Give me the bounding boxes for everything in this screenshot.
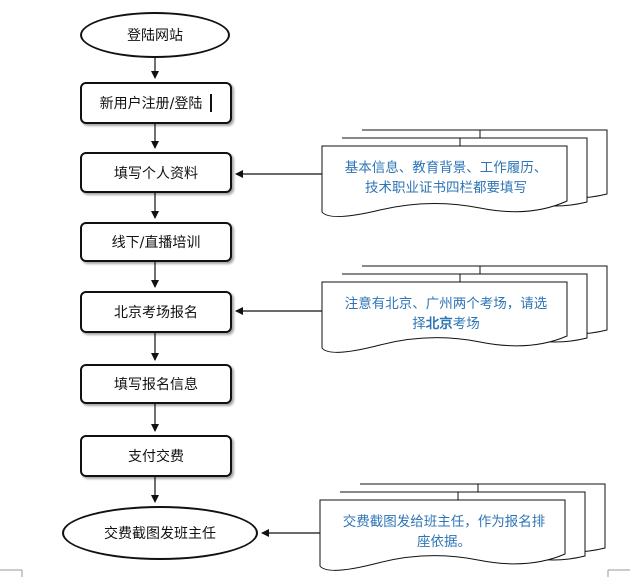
step-fill-registration-info-label: 填写报名信息 — [114, 377, 198, 393]
note-payment-screenshot: 交费截图发给班主任，作为报名排 座依据。 — [322, 512, 566, 552]
step-pay-fee-label: 支付交费 — [128, 449, 184, 465]
page-corner-marks — [0, 569, 630, 577]
end-node-send-screenshot: 交费截图发班主任 — [62, 506, 258, 560]
start-node-label: 登陆网站 — [127, 28, 183, 44]
note-document-stack-3 — [319, 483, 606, 571]
note-document-stack-1 — [321, 129, 608, 217]
step-fill-personal-info-label: 填写个人资料 — [114, 165, 198, 182]
note-personal-info-line1: 基本信息、教育背景、工作履历、 — [344, 160, 548, 176]
note-payment-screenshot-line2: 座依据。 — [417, 534, 471, 550]
note-exam-location-pre: 择 — [412, 316, 426, 332]
step-fill-registration-info: 填写报名信息 — [80, 364, 232, 404]
step-beijing-exam-registration-label: 北京考场报名 — [114, 305, 198, 321]
end-node-label: 交费截图发班主任 — [104, 526, 216, 542]
step-offline-live-training: 线下/直播培训 — [80, 222, 232, 262]
start-node-login-website: 登陆网站 — [80, 12, 230, 58]
step-register-login-label: 新用户注册/登陆 — [99, 96, 203, 112]
note-exam-location-post: 考场 — [452, 316, 480, 332]
note-connectors — [235, 170, 322, 537]
note-exam-location-line1: 注意有北京、广州两个考场，请选 — [344, 296, 548, 312]
note-payment-screenshot-line1: 交费截图发给班主任，作为报名排 — [342, 514, 546, 530]
note-exam-location: 注意有北京、广州两个考场，请选 择北京考场 — [324, 294, 568, 334]
note-exam-location-line2: 择北京考场 — [324, 314, 568, 334]
step-fill-personal-info: 填写个人资料 — [80, 152, 232, 193]
step-pay-fee: 支付交费 — [80, 435, 232, 477]
step-register-login: 新用户注册/登陆 — [80, 82, 232, 124]
note-exam-location-bold: 北京 — [425, 316, 453, 332]
note-personal-info-line2: 技术职业证书四栏都要填写 — [365, 180, 527, 196]
note-personal-info: 基本信息、教育背景、工作履历、 技术职业证书四栏都要填写 — [324, 158, 568, 198]
step-offline-live-training-label: 线下/直播培训 — [111, 235, 201, 251]
step-beijing-exam-registration: 北京考场报名 — [80, 291, 232, 333]
note-document-stack-2 — [321, 265, 608, 353]
text-cursor — [210, 94, 213, 112]
